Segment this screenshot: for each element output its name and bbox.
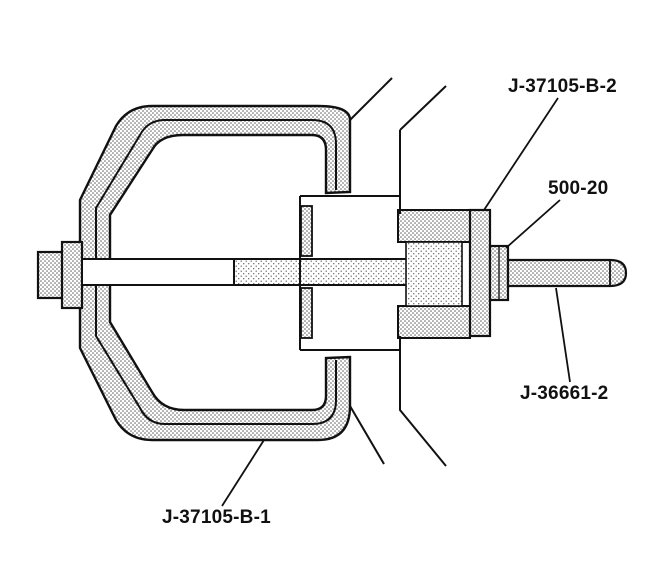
left-nut <box>36 250 66 300</box>
cut-line-4 <box>349 405 385 465</box>
bushing-upper <box>397 209 471 243</box>
leader-b2 <box>483 97 559 211</box>
bushing-lower <box>397 305 471 339</box>
puller-plate <box>468 208 492 338</box>
ring-lower <box>300 287 313 339</box>
leader-36661-2 <box>555 287 571 383</box>
cut-line-2 <box>399 85 447 131</box>
ring-upper <box>300 205 313 257</box>
label-bridge: J-37105-B-1 <box>162 507 271 528</box>
cut-line-1 <box>349 77 393 121</box>
label-nut: 500-20 <box>548 178 609 199</box>
leader-b1 <box>221 439 265 507</box>
rod-stippled <box>233 258 411 286</box>
housing-outline <box>299 195 400 351</box>
bridge-outer <box>78 104 352 442</box>
label-forcing-screw: J-36661-2 <box>520 383 609 404</box>
rod-shaft <box>81 258 235 286</box>
leader-500-20 <box>505 199 561 249</box>
forcing-screw <box>506 258 628 288</box>
label-puller-plate: J-37105-B-2 <box>508 76 617 97</box>
bushing-core <box>405 241 463 307</box>
left-collar <box>60 240 84 310</box>
cut-line-5 <box>399 336 447 467</box>
